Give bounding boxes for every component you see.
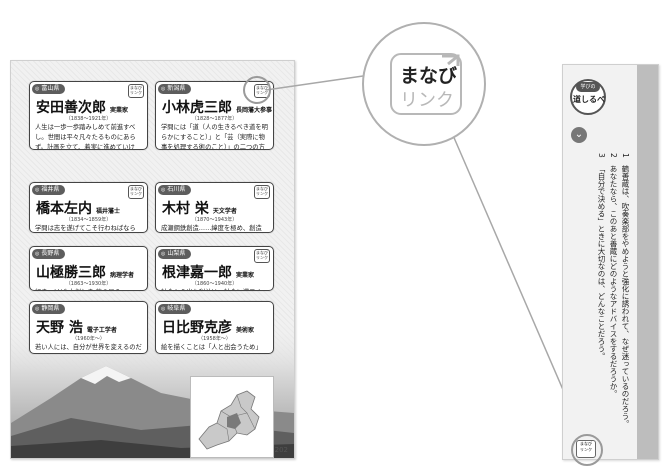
zoom-callout: まなび リンク [362,22,486,146]
logo-line2: リンク [400,90,454,111]
manabi-link-badge-icon[interactable]: まなびリンク [128,185,144,199]
highlight-circle [571,434,603,466]
page-edge-band [637,65,658,459]
badge-top-label: 学びの [576,82,600,92]
page-number: 202 [274,446,288,454]
prefecture-tag: 岐阜県 [158,304,192,314]
person-years: （1860～1940年） [191,281,238,287]
person-quote: 行きつけば 大剣しき 夢の見え [35,288,142,290]
question-number: 3 [597,153,606,158]
person-quote: 学問は志を遂げてこそ行わねばならない。 [35,225,136,232]
person-quote: 絵を描くことは「人と出会うため」に自分の気持ちを表現する手段…… [161,344,262,351]
person-quote: 成瀬鋼鉄創造……緯度を極め、創造にのぞむ。 [161,225,262,232]
person-years: （1838～1921年） [65,116,112,122]
prefecture-tag: 山梨県 [158,249,192,259]
person-role: 病理学者 [110,272,135,279]
person-role: 天文学者 [212,208,237,215]
manabi-link-badge-icon[interactable]: まなびリンク [254,249,270,263]
prefecture-tag: 静岡県 [32,304,66,314]
person-years: （1870～1943年） [191,217,238,223]
prefecture-tag: 富山県 [32,84,66,94]
person-name: 安田善次郎実業家 [36,97,143,117]
logo-line1: まなび [400,65,457,87]
manabi-link-badge-icon[interactable]: まなびリンク [254,185,270,199]
person-name: 天野 浩電子工学者 [36,317,143,337]
person-years: （1834～1859年） [65,217,112,223]
person-name-text: 木村 栄 [162,201,209,217]
question-text: 鶴善蔵は、吹奏楽部をやめようと強化に誘われて、なぜ迷っているのだろう。 [621,165,630,428]
textbook-right-page: 学びの 道しるべ ⌄ 1 鶴善蔵は、吹奏楽部をやめようと強化に誘われて、なぜ迷って… [562,64,659,460]
person-role: 福井藩士 [96,208,121,215]
manabi-link-badge-icon[interactable]: まなびリンク [128,84,144,98]
person-card: 富山県まなびリンク安田善次郎実業家（1838～1921年）人生は一歩一歩踏みしめ… [29,81,148,150]
person-years: （1863～1930年） [65,281,112,287]
person-name: 日比野克彦美術家 [162,317,269,337]
question-text: 「自分で決める」ときに大切なのは、どんなことだろう。 [597,165,606,360]
person-name-text: 安田善次郎 [36,100,106,116]
person-quote: 社会から出た利益は、社会に還元する義務がある。 [161,288,268,290]
question-number: 2 [609,153,618,158]
person-name: 橋本左内福井藩士 [36,198,143,218]
highlight-circle [243,76,271,104]
person-name-text: 根津嘉一郎 [162,265,232,281]
prefecture-tag: 石川県 [158,185,192,195]
person-name-text: 日比野克彦 [162,320,232,336]
manabi-link-logo: まなび リンク [390,53,462,115]
person-name-text: 山極勝三郎 [36,265,106,281]
prefecture-tag: 長野県 [32,249,66,259]
manabi-michishirube-badge: 学びの 道しるべ [570,79,606,115]
person-role: 実業家 [236,272,255,279]
person-role: 実業家 [110,107,129,114]
prefecture-tag: 新潟県 [158,84,192,94]
person-role: 電子工学者 [86,327,117,334]
person-years: （1958年～） [198,336,231,342]
question-text: あなたなら、このあと善蔵にどのようなアドバイスをするだろうか。 [609,165,618,398]
person-years: （1828～1877年） [191,116,238,122]
person-years: （1960年～） [72,336,105,342]
person-role: 長岡藩大参事 [236,107,273,114]
person-name: 山極勝三郎病理学者 [36,262,143,282]
person-role: 美術家 [236,327,255,334]
person-name: 根津嘉一郎実業家 [162,262,269,282]
question-number: 1 [621,153,630,158]
person-quote: 学問には「道（人の生きるべき道を明らかにすること）」と「芸（実際に物事を処理する… [161,124,268,150]
person-card: 山梨県まなびリンク根津嘉一郎実業家（1860～1940年）社会から出た利益は、社… [155,246,274,291]
person-name: 小林虎三郎長岡藩大参事 [162,97,273,117]
person-quote: 人生は一歩一歩踏みしめて前進すべし。世間は平々凡々たるものにあらず。計画を立て、… [35,124,136,150]
person-name-text: 橋本左内 [36,201,92,217]
map-inset [190,376,274,458]
person-card: 福井県まなびリンク橋本左内福井藩士（1834～1859年）学問は志を遂げてこそ行… [29,182,148,233]
person-name: 木村 栄天文学者 [162,198,269,218]
person-name-text: 小林虎三郎 [162,100,232,116]
manabi-link-small-icon: まなびリンク [576,440,596,458]
prefecture-tag: 福井県 [32,185,66,195]
person-card: 岐阜県日比野克彦美術家（1958年～）絵を描くことは「人と出会うため」に自分の気… [155,301,274,354]
person-quote: 若い人には、自分が世界を変えるのだという気持ちで難しい問題にチャレンジしてもらい… [35,344,142,351]
chevron-down-icon: ⌄ [571,127,587,143]
person-name-text: 天野 浩 [36,320,83,336]
badge-main-label: 道しるべ [573,95,605,104]
